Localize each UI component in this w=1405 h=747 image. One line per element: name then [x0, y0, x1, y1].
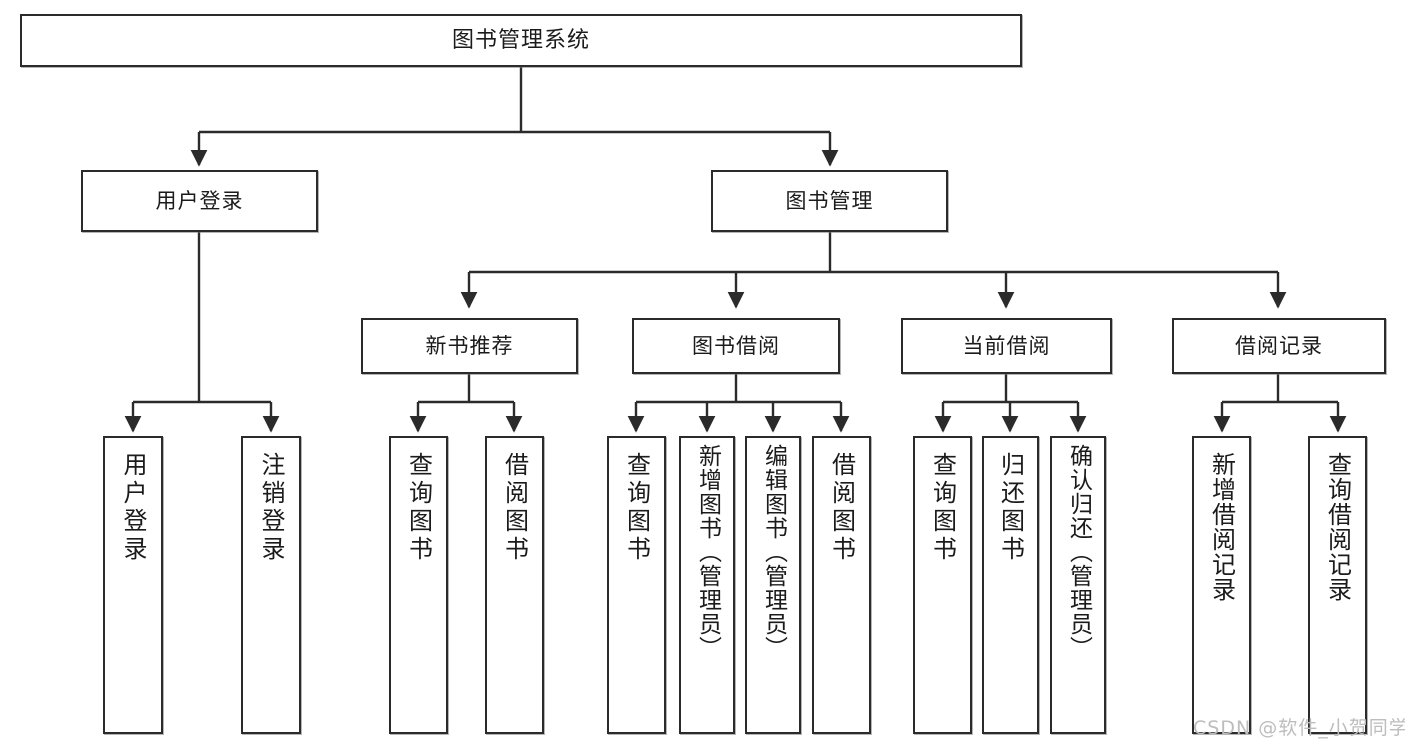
node-leaf-confirm-return[interactable]: 确认归还（管理员） [1050, 436, 1106, 734]
node-new-book-recommend[interactable]: 新书推荐 [361, 318, 578, 374]
node-user-login[interactable]: 用户登录 [81, 170, 318, 232]
node-leaf-logout-label: 注销登录 [257, 452, 285, 564]
node-leaf-query-book-2[interactable]: 查询图书 [607, 436, 666, 734]
node-leaf-query-record-label: 查询借阅记录 [1323, 452, 1352, 602]
node-leaf-borrow-book-1-label: 借阅图书 [500, 452, 529, 564]
node-leaf-borrow-book-2[interactable]: 借阅图书 [812, 436, 871, 734]
node-leaf-add-record[interactable]: 新增借阅记录 [1192, 436, 1251, 734]
node-borrow-record-label: 借阅记录 [1235, 333, 1323, 358]
node-leaf-query-book-3[interactable]: 查询图书 [913, 436, 972, 734]
node-new-book-recommend-label: 新书推荐 [425, 333, 514, 358]
node-leaf-query-book-2-label: 查询图书 [622, 452, 651, 564]
node-leaf-user-login[interactable]: 用户登录 [103, 436, 163, 734]
node-leaf-borrow-book-2-label: 借阅图书 [827, 452, 856, 564]
node-book-manage[interactable]: 图书管理 [711, 170, 948, 232]
node-leaf-add-book-label: 新增图书（管理员） [694, 444, 721, 660]
node-leaf-query-book-1-label: 查询图书 [404, 452, 433, 564]
node-book-borrow[interactable]: 图书借阅 [632, 318, 840, 374]
node-leaf-add-book[interactable]: 新增图书（管理员） [679, 436, 735, 734]
node-leaf-add-record-label: 新增借阅记录 [1207, 452, 1236, 602]
node-leaf-logout[interactable]: 注销登录 [241, 436, 301, 734]
node-leaf-return-book[interactable]: 归还图书 [982, 436, 1039, 734]
node-leaf-query-book-3-label: 查询图书 [928, 452, 957, 564]
node-leaf-edit-book-label: 编辑图书（管理员） [760, 444, 787, 660]
node-root[interactable]: 图书管理系统 [20, 14, 1022, 67]
node-leaf-borrow-book-1[interactable]: 借阅图书 [485, 436, 544, 734]
node-user-login-label: 用户登录 [155, 188, 244, 213]
node-leaf-return-book-label: 归还图书 [996, 452, 1025, 564]
node-root-label: 图书管理系统 [451, 27, 590, 53]
node-borrow-record[interactable]: 借阅记录 [1172, 318, 1386, 374]
node-book-borrow-label: 图书借阅 [692, 333, 780, 358]
node-leaf-query-book-1[interactable]: 查询图书 [389, 436, 448, 734]
node-leaf-edit-book[interactable]: 编辑图书（管理员） [745, 436, 801, 734]
node-current-borrow-label: 当前借阅 [962, 333, 1051, 358]
node-leaf-user-login-label: 用户登录 [119, 452, 147, 564]
node-book-manage-label: 图书管理 [785, 188, 874, 213]
node-leaf-query-record[interactable]: 查询借阅记录 [1308, 436, 1367, 734]
node-leaf-confirm-return-label: 确认归还（管理员） [1065, 444, 1092, 660]
node-current-borrow[interactable]: 当前借阅 [901, 318, 1112, 374]
csdn-watermark: CSDN @软件_小贺同学 [1193, 717, 1405, 739]
